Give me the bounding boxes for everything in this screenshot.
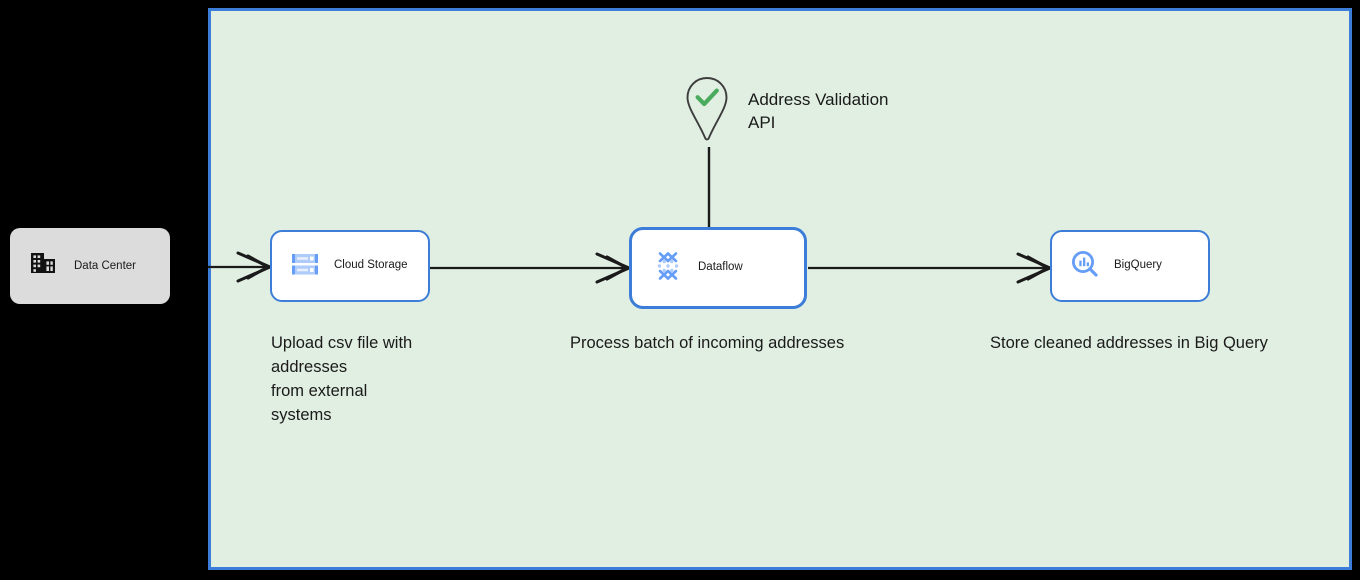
node-label: Dataflow [698, 261, 743, 274]
dataflow-icon [652, 250, 684, 287]
map-pin-check-icon[interactable] [685, 76, 729, 142]
node-data-center[interactable]: Data Center [10, 228, 170, 304]
node-label: Cloud Storage [334, 259, 408, 272]
node-cloud-storage[interactable]: Cloud Storage [270, 230, 430, 302]
node-bigquery[interactable]: BigQuery [1050, 230, 1210, 302]
bigquery-icon [1070, 249, 1100, 284]
node-dataflow[interactable]: Dataflow [629, 227, 807, 309]
address-validation-api-label: Address Validation API [748, 90, 889, 132]
caption-dataflow: Process batch of incoming addresses [570, 334, 845, 352]
caption-cloud-storage: Upload csv file with addresses from exte… [271, 334, 413, 424]
data-center-building-icon [28, 249, 58, 284]
node-label: Data Center [74, 260, 137, 272]
cloud-storage-icon [290, 249, 320, 284]
node-label: BigQuery [1114, 259, 1162, 272]
caption-bigquery: Store cleaned addresses in Big Query [990, 334, 1268, 352]
